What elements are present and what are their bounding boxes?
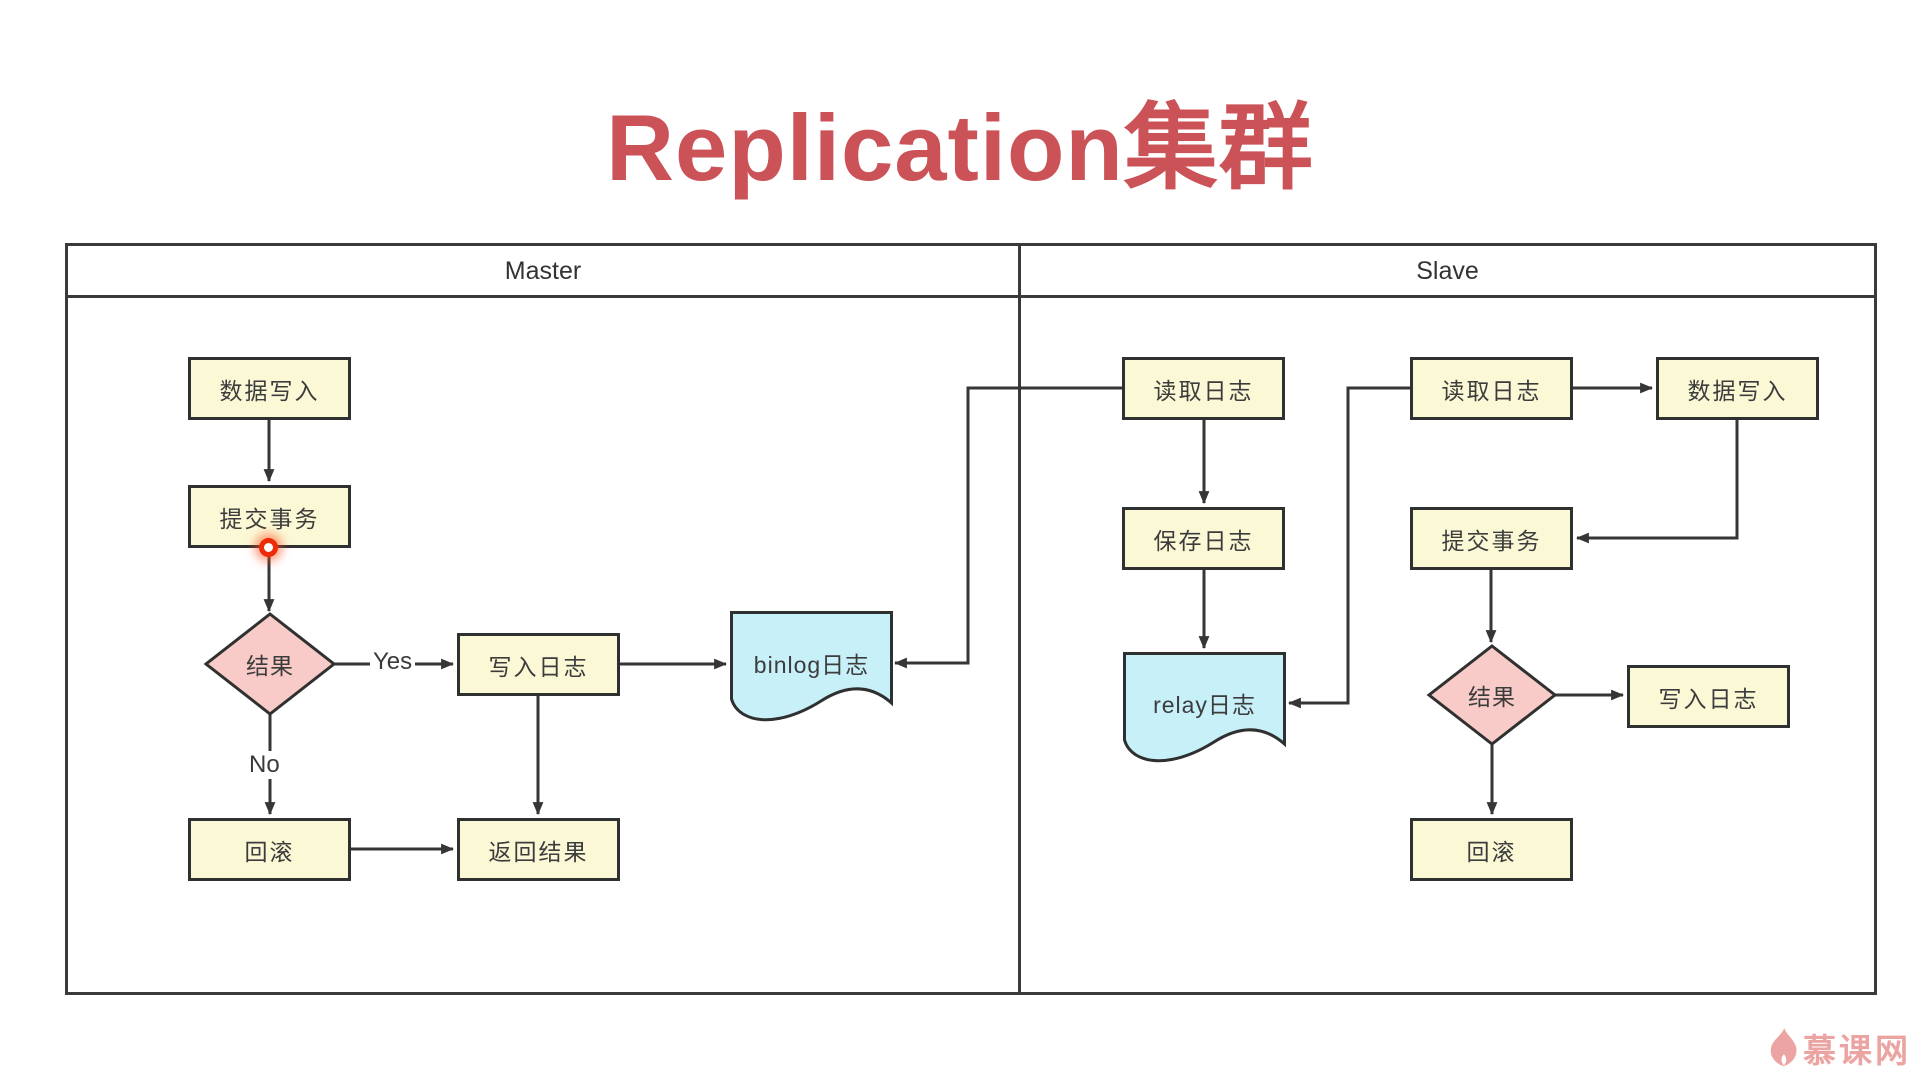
swimlane-frame: [65, 243, 1877, 995]
decision-diamond-slave-result: [1426, 644, 1558, 746]
arrows: [263, 382, 1739, 855]
arrow-s-readlog-to-binlog: [893, 386, 1122, 669]
edge-label-yes: Yes: [370, 648, 416, 676]
label-master-result: 结果: [246, 653, 294, 679]
node-master-rollback: 回滚: [188, 818, 351, 881]
lane-header-divider: [65, 295, 1877, 298]
lane-divider: [1018, 243, 1021, 995]
node-slave-rollback: 回滚: [1410, 818, 1573, 881]
diagram-title: Replication集群: [606, 95, 1314, 200]
node-master-write-log: 写入日志: [457, 633, 620, 696]
imooc-watermark: 慕课网: [1768, 1024, 1911, 1072]
node-slave-save-log: 保存日志: [1122, 507, 1285, 570]
node-slave-read-log-io: 读取日志: [1122, 357, 1285, 420]
document-shape-binlog: [730, 611, 893, 722]
label-relay-log: relay日志: [1153, 692, 1256, 718]
decision-diamond-master-result: [203, 612, 337, 716]
node-slave-write-log: 写入日志: [1627, 665, 1790, 728]
label-slave-result: 结果: [1468, 684, 1516, 710]
flame-icon: [1770, 1028, 1797, 1067]
node-slave-read-log-sql: 读取日志: [1410, 357, 1573, 420]
node-slave-commit: 提交事务: [1410, 507, 1573, 570]
edge-label-no: No: [246, 751, 283, 779]
click-indicator-dot: [259, 538, 278, 557]
arrow-s-write-to-commit: [1575, 420, 1739, 544]
node-master-data-write: 数据写入: [188, 357, 351, 420]
document-shape-relay: [1123, 652, 1286, 763]
arrow-s-readlog2-to-relay: [1287, 386, 1410, 709]
label-binlog: binlog日志: [753, 652, 870, 678]
node-master-return-result: 返回结果: [457, 818, 620, 881]
lane-header-master: Master: [504, 256, 582, 285]
node-slave-data-write: 数据写入: [1656, 357, 1819, 420]
lane-header-slave: Slave: [1416, 256, 1479, 285]
watermark-brand-text: 慕课网: [1803, 1032, 1911, 1069]
